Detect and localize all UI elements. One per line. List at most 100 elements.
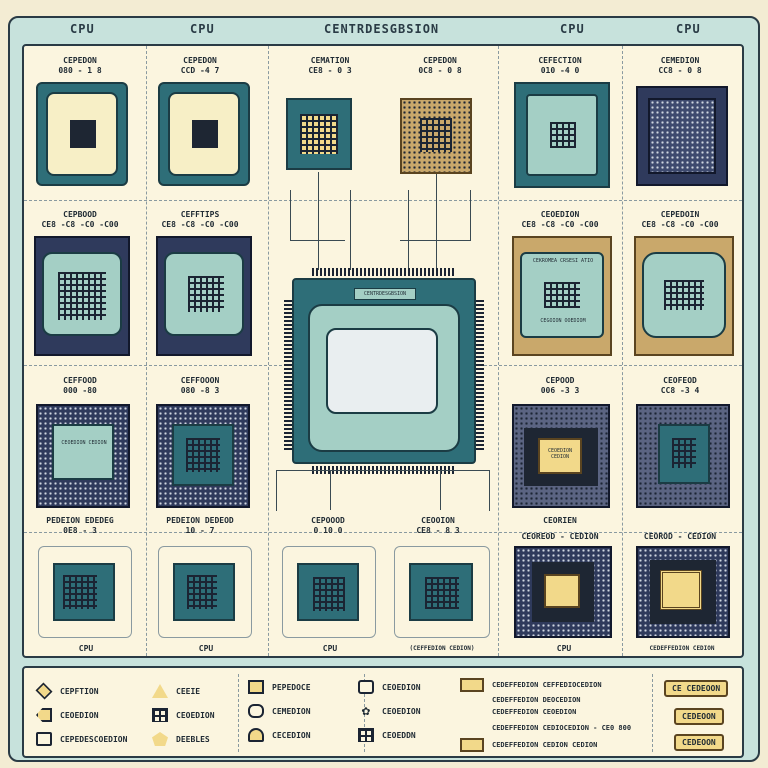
- legend-item: CEEIE: [152, 684, 200, 698]
- column-divider: [146, 46, 147, 656]
- cpu-package: [636, 86, 728, 186]
- note-icon: [460, 738, 484, 752]
- cpu-package: [156, 404, 250, 508]
- cpu-socket-frame: [282, 546, 376, 638]
- cpu-package: [34, 236, 130, 356]
- pentagon-icon: [152, 732, 168, 746]
- column-divider: [622, 46, 623, 656]
- cpu-socket-frame: [158, 546, 252, 638]
- chip-marking: CEOEDION CEDION: [547, 448, 573, 460]
- legend-item: CEDEFFEDION DEOCEDION: [492, 696, 581, 704]
- header-label-center: CENTRDESGBSION: [324, 22, 440, 36]
- header-label-5: CPU: [676, 22, 701, 36]
- connector-line: [400, 190, 471, 241]
- legend-item: CEMEDION: [248, 704, 311, 718]
- legend-item: CEOEDDN: [358, 728, 416, 742]
- cpu-package: CEOEDION CEDION: [512, 404, 610, 508]
- gear-icon: ✿: [361, 703, 371, 719]
- cpu-package: [636, 546, 730, 638]
- column-divider: [268, 46, 269, 656]
- legend-item: CEOEDION: [358, 680, 421, 694]
- cpu-package: CEOEDION CEDION: [36, 404, 130, 508]
- legend-panel: CEPFTION CEOEDION CEPEDESCOEDION CEEIE C…: [22, 666, 744, 758]
- chip-label: CEOROD - CEDION: [643, 532, 717, 541]
- legend-item: PEPEDOCE: [248, 680, 311, 694]
- legend-divider: [652, 674, 653, 752]
- legend-item: CEDEOON: [674, 734, 724, 751]
- legend-item: CE CEDEOON: [664, 680, 729, 697]
- header-label-2: CPU: [190, 22, 215, 36]
- header-label-4: CPU: [560, 22, 585, 36]
- legend-item: CEOEDION: [152, 708, 215, 722]
- legend-divider: [364, 674, 365, 752]
- legend-item: CEDEFFEDION CEOEDION: [492, 708, 577, 716]
- central-cpu-package: CENTRDESGBSION: [292, 278, 476, 464]
- chip-label: CEOREOD - CEDION: [521, 532, 599, 541]
- diamond-arrow-icon: [35, 682, 53, 700]
- cpu-package: [400, 98, 472, 174]
- arrow-left-icon: [36, 708, 52, 722]
- connector-line: [408, 190, 409, 270]
- pin-column: [284, 300, 292, 450]
- cpu-package: [286, 98, 352, 170]
- cpu-package: CEKROMEA CRSESI ATIO CEGOION OOEDIOM: [512, 236, 612, 356]
- cpu-package: [36, 82, 128, 186]
- connector-line: [436, 174, 437, 270]
- pin-row: [312, 268, 454, 276]
- legend-item: CEDEFFEDION CEDIOCEDION - CE0 800: [492, 724, 632, 732]
- chip-caption: CPU: [322, 644, 338, 653]
- row-divider: [24, 200, 742, 201]
- chip-caption: CPU: [556, 644, 572, 653]
- legend-divider: [238, 674, 239, 752]
- flag-icon: [248, 680, 264, 694]
- tag-icon: [460, 678, 484, 692]
- chip-label: CEORIEN: [543, 516, 577, 525]
- cpu-socket-frame: [38, 546, 132, 638]
- cpu-package: [636, 404, 730, 508]
- chip-marking: CEOEDION CEDION: [61, 440, 107, 446]
- legend-item: ✿ CEOEDION: [358, 704, 421, 718]
- grid-small-icon: [358, 728, 374, 742]
- connector-line: [318, 172, 319, 270]
- legend-item: CEPEDESCOEDION: [36, 732, 127, 746]
- rounded-rect-icon: [248, 704, 264, 718]
- legend-item: CEDEFFEDION CEDION CEDION: [460, 738, 597, 752]
- legend-item: CECEDION: [248, 728, 311, 742]
- chip-marking: CEGOION OOEDIOM: [540, 318, 586, 324]
- tag-label: CEDEOON: [674, 708, 724, 725]
- bell-icon: [248, 728, 264, 742]
- legend-item: CEPFTION: [35, 682, 99, 700]
- connector-line: [350, 190, 351, 270]
- header-label-1: CPU: [70, 22, 95, 36]
- chip-caption: CEDEFFEDION CEDION: [649, 645, 715, 652]
- cpu-package: [514, 546, 612, 638]
- legend-item: CEOEDION: [36, 708, 99, 722]
- column-divider: [498, 46, 499, 656]
- tag-label: CEDEOON: [674, 734, 724, 751]
- cpu-socket-frame: [394, 546, 490, 638]
- dot-icon: [358, 680, 374, 694]
- cpu-package: [634, 236, 734, 356]
- chip-caption: (CEFFEDION CEDION): [409, 645, 475, 652]
- legend-item: DEEBLES: [152, 732, 210, 746]
- central-chip-label: CENTRDESGBSION: [354, 288, 416, 300]
- cpu-package: [158, 82, 250, 186]
- chip-caption: CPU: [198, 644, 214, 653]
- triangle-icon: [152, 684, 168, 698]
- pin-column: [476, 300, 484, 450]
- tag-label: CE CEDEOON: [664, 680, 729, 697]
